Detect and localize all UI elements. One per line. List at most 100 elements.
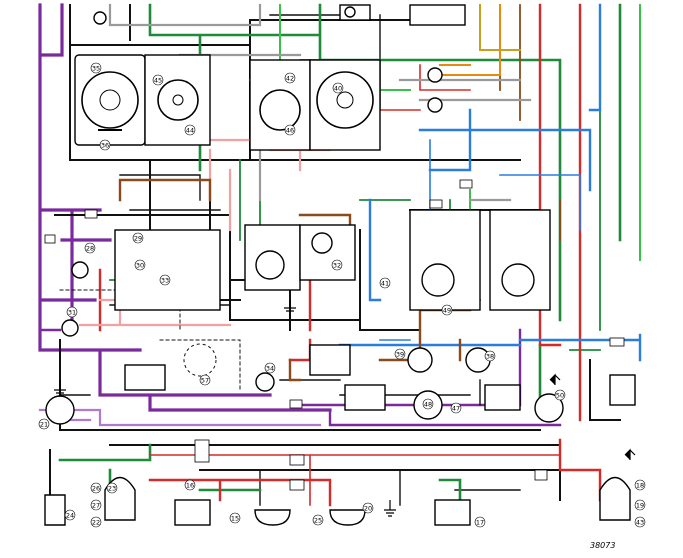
component-number: 38 bbox=[486, 353, 494, 361]
component-number: 49 bbox=[443, 307, 451, 315]
connectors bbox=[44, 179, 625, 491]
module-fuse-box bbox=[114, 229, 221, 311]
component-badge bbox=[554, 389, 566, 401]
component-badge bbox=[441, 304, 453, 316]
component-number: 27 bbox=[92, 502, 100, 510]
component-number: 34 bbox=[266, 365, 274, 373]
component-badge bbox=[134, 259, 146, 271]
component-number: 32 bbox=[333, 262, 341, 270]
component-badge bbox=[184, 479, 196, 491]
component-badge bbox=[284, 72, 296, 84]
wire-yellowbrown bbox=[479, 4, 521, 51]
component-number: 42 bbox=[286, 75, 294, 83]
component-number: 44 bbox=[186, 127, 194, 135]
component-number: 19 bbox=[636, 502, 644, 510]
component-number: 24 bbox=[66, 512, 74, 520]
gauge-speedometer bbox=[316, 71, 374, 129]
component-number: 50 bbox=[556, 392, 564, 400]
component-badge bbox=[634, 499, 646, 511]
component-badge bbox=[362, 502, 374, 514]
gauge-fuel bbox=[259, 89, 301, 131]
component-badge bbox=[422, 398, 434, 410]
component-number: 23 bbox=[108, 485, 116, 493]
central-modules bbox=[114, 209, 636, 411]
diagram-reference: 38073 bbox=[590, 541, 615, 550]
component-badge bbox=[99, 139, 111, 151]
component-number: 28 bbox=[86, 245, 94, 253]
module-horn-relay bbox=[484, 384, 521, 411]
component-badge bbox=[264, 362, 276, 374]
component-number: 25 bbox=[314, 517, 322, 525]
component-badge bbox=[332, 82, 344, 94]
component-badge bbox=[66, 306, 78, 318]
component-number: 22 bbox=[92, 519, 100, 527]
component-badge bbox=[64, 509, 76, 521]
component-badge bbox=[394, 348, 406, 360]
gauge-oil bbox=[157, 79, 199, 121]
component-badge bbox=[132, 232, 144, 244]
component-badge bbox=[284, 124, 296, 136]
component-badge bbox=[484, 350, 496, 362]
component-number: 30 bbox=[136, 262, 144, 270]
component-number: 35 bbox=[92, 65, 100, 73]
component-badge bbox=[199, 374, 211, 386]
component-number: 31 bbox=[68, 309, 76, 317]
component-badge bbox=[634, 479, 646, 491]
component-badge bbox=[184, 124, 196, 136]
component-number: 48 bbox=[424, 401, 432, 409]
gauge-tachometer bbox=[81, 71, 139, 131]
component-badge bbox=[90, 62, 102, 74]
wire-brown-2 bbox=[499, 4, 561, 241]
component-badge bbox=[474, 516, 486, 528]
wire-orange bbox=[429, 4, 501, 76]
module-relay bbox=[299, 224, 356, 281]
module-bottom-switch bbox=[124, 364, 166, 391]
wire-red-2 bbox=[149, 64, 561, 506]
component-badge bbox=[379, 277, 391, 289]
component-badge bbox=[634, 516, 646, 528]
module-flasher bbox=[309, 344, 351, 376]
component-number: 36 bbox=[101, 142, 109, 150]
component-number: 39 bbox=[396, 351, 404, 359]
component-number: 46 bbox=[286, 127, 294, 135]
component-badge bbox=[450, 402, 462, 414]
wire-purple bbox=[38, 3, 332, 412]
ground-symbols bbox=[54, 300, 636, 517]
component-number: 15 bbox=[231, 515, 239, 523]
wire-blue bbox=[338, 3, 642, 362]
component-number: 20 bbox=[364, 505, 372, 513]
module-rear-right bbox=[609, 374, 636, 406]
component-number: 47 bbox=[452, 405, 460, 413]
component-labels: 35 45 36 44 42 40 46 28 29 30 33 31 57 34 21 39 38 32 49 48… bbox=[38, 62, 646, 528]
component-badge bbox=[331, 259, 343, 271]
component-badge bbox=[159, 274, 171, 286]
component-number: 41 bbox=[381, 280, 389, 288]
component-badge bbox=[84, 242, 96, 254]
component-number: 29 bbox=[134, 235, 142, 243]
wire-brown bbox=[118, 178, 472, 382]
component-number: 40 bbox=[334, 85, 342, 93]
round-components bbox=[45, 232, 564, 425]
component-badge bbox=[90, 516, 102, 528]
panel-lamps bbox=[93, 6, 443, 113]
component-badge bbox=[312, 514, 324, 526]
component-badge bbox=[90, 499, 102, 511]
component-number: 21 bbox=[40, 421, 48, 429]
component-number: 57 bbox=[201, 377, 209, 385]
component-number: 16 bbox=[186, 482, 194, 490]
rear-lamps bbox=[44, 476, 631, 526]
component-badge bbox=[229, 512, 241, 524]
module-battery bbox=[344, 384, 386, 411]
instrument-panel bbox=[74, 4, 466, 151]
component-number: 45 bbox=[154, 77, 162, 85]
component-number: 17 bbox=[476, 519, 484, 527]
component-badge bbox=[38, 418, 50, 430]
component-badge bbox=[106, 482, 118, 494]
wire-lavender bbox=[38, 408, 322, 427]
component-number: 43 bbox=[636, 519, 644, 527]
component-number: 18 bbox=[636, 482, 644, 490]
component-number: 33 bbox=[161, 277, 169, 285]
component-badge bbox=[152, 74, 164, 86]
component-number: 26 bbox=[92, 485, 100, 493]
